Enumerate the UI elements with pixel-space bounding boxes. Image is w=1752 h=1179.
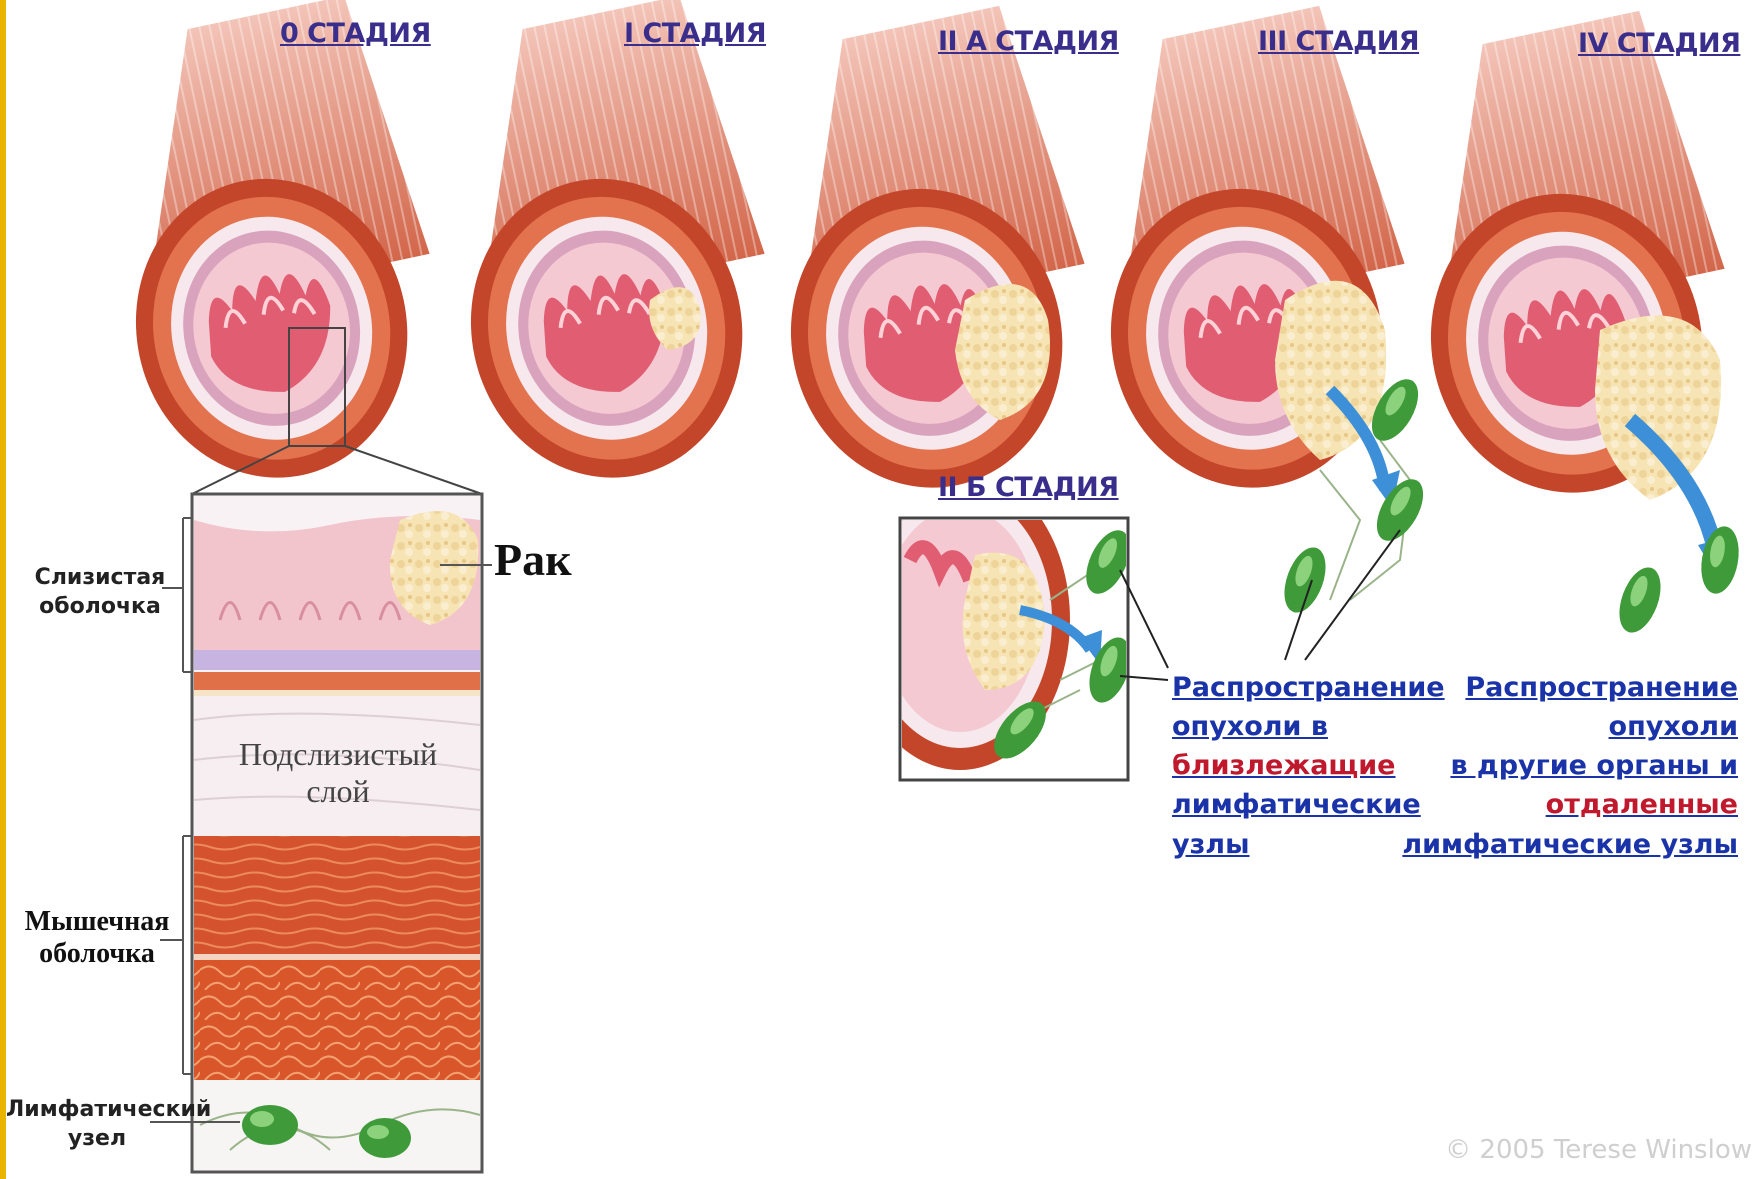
stage-3-title: III СТАДИЯ [1258,26,1419,57]
lymph-node-label-line2: узел [6,1125,188,1154]
spread-far-label: Распространение опухоли в другие органы … [1402,668,1738,864]
spread-far-line1: Распространение [1402,668,1738,707]
muscle-label-line1: Мышечная [22,906,172,938]
stage0-tube [75,0,469,503]
submucosa-label: Подслизистый слой [218,736,458,810]
stage4-node-1 [1611,562,1668,638]
stage-4-title: IV СТАДИЯ [1578,28,1740,59]
stage3-node-1 [1276,542,1333,618]
muscle-label-line2: оболочка [22,938,172,970]
zoom-line [345,446,482,494]
stage-0-title: 0 СТАДИЯ [280,18,431,49]
mucosa-label: Слизистая оболочка [30,564,170,621]
submucosa-label-line1: Подслизистый [218,736,458,773]
stage-2a-title: II А СТАДИЯ [938,26,1119,57]
submucosa-label-line2: слой [218,773,458,810]
muscle-label: Мышечная оболочка [22,906,172,970]
mucosa-label-line2: оболочка [30,593,170,622]
spread-far-line4: отдаленные [1402,785,1738,824]
spread-far-line3: в другие органы и [1402,746,1738,785]
copyright-text: © 2005 Terese Winslow [1445,1135,1752,1165]
lymph-node-label: Лимфатический узел [6,1096,188,1153]
stage-2b-title: II Б СТАДИЯ [938,472,1119,503]
spread-far-line5: лимфатические узлы [1402,825,1738,864]
lymph-node-label-line1: Лимфатический [6,1096,188,1125]
spread-far-line2: опухоли [1402,707,1738,746]
stage1-tube [410,0,804,503]
mucosa-label-line1: Слизистая [30,564,170,593]
cancer-label: Рак [494,534,572,587]
stage2a-tube [730,0,1124,513]
stage-1-title: I СТАДИЯ [624,18,766,49]
layer-panel [192,494,482,1172]
